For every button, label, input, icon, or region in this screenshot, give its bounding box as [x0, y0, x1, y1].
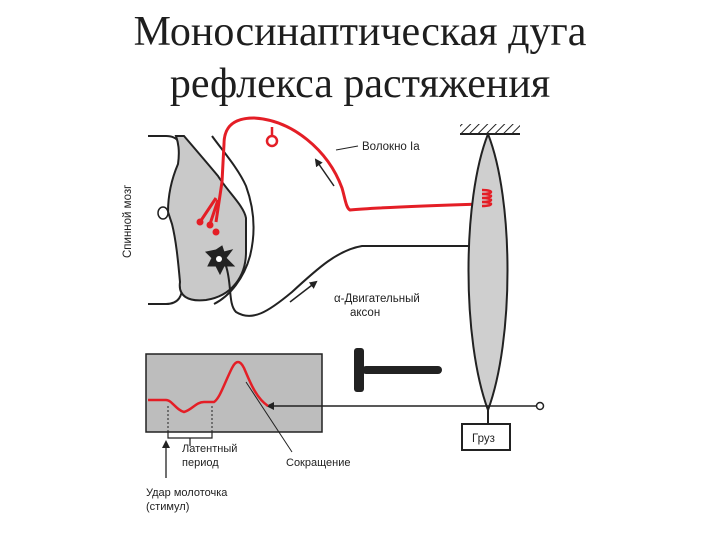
- motor-axon-path: [225, 245, 486, 317]
- title-line-2: рефлекса растяжения: [169, 61, 551, 107]
- dorsal-root-ganglion-cell: [265, 134, 279, 148]
- weight-label: Груз: [472, 433, 495, 445]
- record-background: [145, 353, 323, 433]
- motor-axon-label-line1: α-Двигательный: [334, 293, 420, 305]
- contraction-label: Сокращение: [286, 457, 351, 469]
- afferent-main-path: [214, 116, 483, 223]
- latent-bracket: [167, 432, 213, 446]
- afferent-terminal-2: [206, 221, 214, 229]
- afferent-terminal-3: [212, 228, 220, 236]
- motor-axon-label-line2: аксон: [350, 307, 380, 319]
- hatched-support-icon: [460, 124, 520, 134]
- reflex-hammer-icon: [354, 348, 442, 392]
- latent-period-label-line1: Латентный: [182, 443, 237, 455]
- fiber-ia-label: Волокно Ia: [362, 141, 420, 153]
- central-canal: [157, 206, 169, 220]
- motor-neuron-nucleus: [216, 256, 222, 262]
- weight-box: [461, 423, 511, 451]
- afferent-root-branch-left: [198, 197, 218, 223]
- motor-pathway: α-Двигательный аксон: [204, 233, 503, 319]
- hammer-strike-label-line2: (стимул): [146, 501, 189, 513]
- axon-direction-arrow: [289, 280, 318, 303]
- hammer-handle: [362, 366, 442, 374]
- fiber-direction-arrow: [314, 158, 335, 187]
- gray-matter: [166, 135, 247, 302]
- spinal-cord: Спинной мозг: [122, 135, 255, 305]
- latent-period-label-line2: период: [182, 457, 219, 469]
- muscle-body: [467, 131, 509, 413]
- afferent-fiber-ia: Волокно Ia: [196, 116, 483, 236]
- spinal-cord-right-boundary: [211, 135, 255, 305]
- spinal-cord-label: Спинной мозг: [122, 185, 134, 258]
- afferent-terminal-1: [196, 218, 204, 226]
- title-line-1: Моносинаптическая дуга: [133, 9, 587, 55]
- slide-title: Моносинаптическая дуга рефлекса растяжен…: [40, 6, 680, 110]
- stimulus-terminal: [535, 401, 545, 411]
- hammer-strike-label-line1: Удар молоточка: [146, 487, 228, 499]
- fiber-ia-leader: [335, 145, 359, 151]
- muscle-spindle-coil: [481, 188, 493, 208]
- contraction-leader: [245, 381, 293, 453]
- afferent-root-branch-mid: [208, 199, 220, 225]
- hammer-head: [354, 348, 364, 392]
- muscle-assembly: Груз: [460, 124, 520, 451]
- recording-panel: Латентный период Сокращение Удар молоточ…: [145, 353, 545, 513]
- response-trace: [148, 360, 269, 414]
